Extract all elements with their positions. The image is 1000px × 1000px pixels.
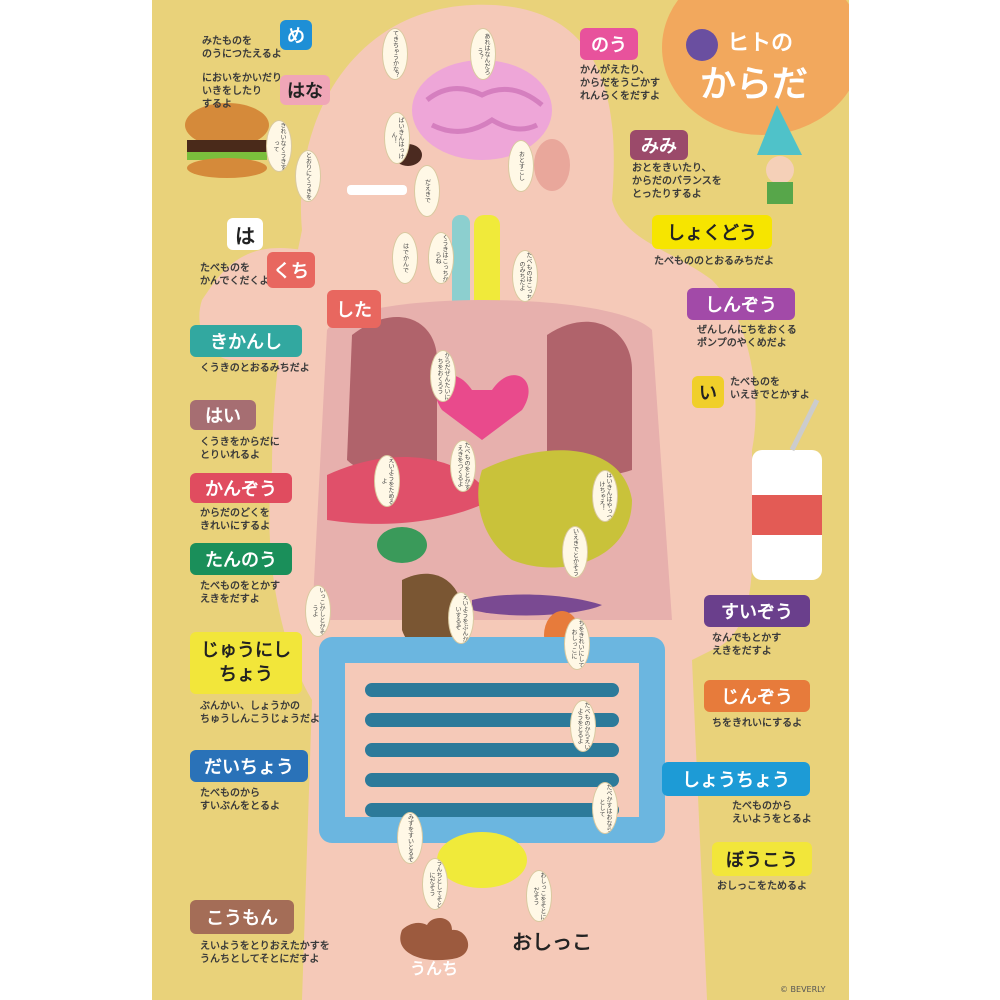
label-oshikko: おしっこ xyxy=(512,930,592,954)
label-tannou: たんのう xyxy=(190,543,292,575)
hamburger xyxy=(185,103,269,178)
speech-bubble: あれはなんだろう？ xyxy=(470,28,496,80)
ear xyxy=(534,139,570,191)
label-me: め xyxy=(280,20,312,50)
speech-bubble: たべものからえいようをとるよ xyxy=(570,700,596,752)
label-jinzou: じんぞう xyxy=(704,680,810,712)
poster: ヒトの からだ め みたものを のうにつたえるよ はな においをかいだり いきを… xyxy=(152,0,849,1000)
desc-i: たべものを いえきでとかすよ xyxy=(730,377,810,401)
title-line2: からだ xyxy=(700,64,809,105)
label-shita: した xyxy=(327,290,381,328)
speech-bubble: いっこかしとかそうよ xyxy=(305,585,331,637)
label-i: い xyxy=(692,376,724,408)
label-kuchi: くち xyxy=(267,252,315,288)
brain-folds xyxy=(425,86,544,134)
label-shouchou: しょうちょう xyxy=(662,762,810,796)
speech-bubble: うんちとしてそとにだそう xyxy=(422,858,448,910)
label-hana: はな xyxy=(280,75,330,105)
desc-kanzou: からだのどくを きれいにするよ xyxy=(200,508,271,532)
speech-bubble: きれいなくうきすって xyxy=(266,120,292,172)
speech-bubble: おしっこをそとにだそう xyxy=(526,870,552,922)
desc-me: みたものを のうにつたえるよ xyxy=(202,36,282,60)
label-kanzou: かんぞう xyxy=(190,473,292,503)
brain xyxy=(412,60,552,160)
label-ha: は xyxy=(227,218,263,250)
desc-suizou: なんでもとかす えきをだすよ xyxy=(712,633,782,657)
lung-right xyxy=(547,321,632,477)
desc-kikanshi: くうきのとおるみちだよ xyxy=(200,363,310,374)
speech-bubble: ばいきんはっけん！ xyxy=(384,112,410,164)
desc-boukou: おしっこをためるよ xyxy=(717,881,807,892)
desc-mimi: おとをきいたり、 からだのバランスを とったりするよ xyxy=(632,163,722,200)
speech-bubble: ちをきれいにしておしっこに xyxy=(564,618,590,670)
speech-bubble: ばいきんはやっつけちゃえ！ xyxy=(592,470,618,522)
label-hai: はい xyxy=(190,400,256,430)
speech-bubble: だえきで xyxy=(414,165,440,217)
desc-tannou: たべものをとかす えきをだすよ xyxy=(200,581,280,605)
speech-bubble: てきちゃうかな？ xyxy=(382,28,408,80)
heart xyxy=(435,375,529,440)
speech-bubble: からだぜんたいにちをおくろう xyxy=(430,350,456,402)
elf-mascot xyxy=(757,105,802,204)
speech-bubble: えいようをぶんかいするぞ xyxy=(448,592,474,644)
speech-bubble: たべかすはおならとして xyxy=(592,782,618,834)
desc-daichou: たべものから すいぶんをとるよ xyxy=(200,788,280,812)
label-kikanshi: きかんし xyxy=(190,325,302,357)
bladder xyxy=(437,832,527,888)
pancreas xyxy=(472,594,602,616)
speech-bubble: えいようをためるよ xyxy=(374,455,400,507)
desc-koumon: えいようをとりおえたかすを うんちとしてそとにだすよ xyxy=(200,941,330,965)
desc-hana: においをかいだり いきをしたり するよ xyxy=(202,73,282,110)
speech-bubble: とおりにくうきを xyxy=(295,150,321,202)
label-shinzou: しんぞう xyxy=(687,288,795,320)
copyright: © BEVERLY xyxy=(780,985,826,994)
label-koumon: こうもん xyxy=(190,900,294,934)
drink-cup xyxy=(752,398,822,580)
desc-shinzou: ぜんしんにちをおくる ポンプのやくめだよ xyxy=(697,325,797,349)
speech-bubble: みずをすいとるぞ xyxy=(397,812,423,864)
small-intestine xyxy=(365,683,619,817)
desc-hai: くうきをからだに とりいれるよ xyxy=(200,437,280,461)
label-juunishichou-line1: じゅうにし xyxy=(201,640,291,661)
poop xyxy=(400,918,469,961)
label-shokudou: しょくどう xyxy=(652,215,772,249)
duodenum xyxy=(402,573,464,654)
speech-bubble: はでかんで xyxy=(392,232,418,284)
label-mimi: みみ xyxy=(630,130,688,160)
desc-juunishichou: ぶんかい、しょうかの ちゅうしんこうじょうだよ xyxy=(200,701,320,725)
body-illustration xyxy=(185,4,822,1000)
lung-left xyxy=(347,316,437,477)
speech-bubble: おとすこし xyxy=(508,140,534,192)
speech-bubble: たべものをとかすえきをつくるよ xyxy=(450,440,476,492)
virus-mascot xyxy=(686,29,718,61)
label-boukou: ぼうこう xyxy=(712,842,812,876)
label-juunishichou-line2: ちょう xyxy=(219,664,273,685)
large-intestine xyxy=(319,637,665,843)
desc-jinzou: ちをきれいにするよ xyxy=(712,718,803,729)
gallbladder xyxy=(377,527,427,563)
title-line1: ヒトの xyxy=(727,31,794,56)
speech-bubble: たべものはこっちのみちだよ xyxy=(512,250,538,302)
speech-bubble: くうきはこっちからね xyxy=(428,232,454,284)
desc-ha: たべものを かんでくだくよ xyxy=(200,263,270,287)
label-daichou: だいちょう xyxy=(190,750,308,782)
desc-shouchou: たべものから えいようをとるよ xyxy=(732,801,812,825)
label-unchi: うんち xyxy=(410,959,459,978)
desc-nou: かんがえたり、 からだをうごかす れんらくをだすよ xyxy=(580,65,660,102)
label-nou: のう xyxy=(580,28,638,60)
teeth xyxy=(347,185,407,195)
desc-shokudou: たべもののとおるみちだよ xyxy=(654,256,774,267)
label-suizou: すいぞう xyxy=(704,595,810,627)
label-juunishichou: じゅうにし ちょう xyxy=(190,632,302,694)
speech-bubble: いえきでとかそう xyxy=(562,526,588,578)
